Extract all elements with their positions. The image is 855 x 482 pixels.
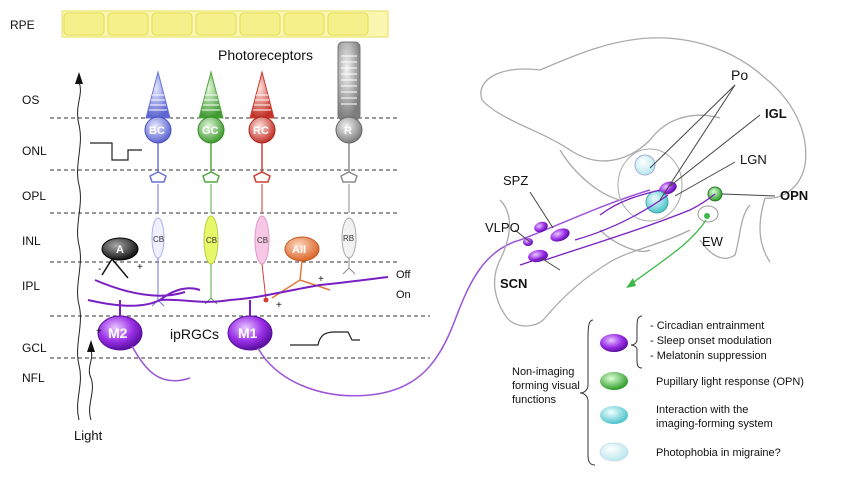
sign-plus-m2: + xyxy=(96,326,102,337)
hyperpolarization-trace xyxy=(90,142,142,161)
ew-projection xyxy=(629,219,707,286)
layer-boundaries xyxy=(50,117,430,359)
legend-brace xyxy=(579,319,596,466)
sign-plus-m1: + xyxy=(276,300,282,311)
blue-cone xyxy=(144,70,172,307)
ganglion-m2 xyxy=(97,300,191,382)
label-leaders xyxy=(514,84,776,271)
region-label-ew: EW xyxy=(702,234,724,249)
legend-swatch-cyan xyxy=(600,406,628,424)
region-label-opn: OPN xyxy=(780,188,808,203)
amacrine-label-a: A xyxy=(116,244,124,256)
region-label-lgn: LGN xyxy=(740,152,767,167)
light-arrowhead-icon xyxy=(75,72,83,84)
region-label-scn: SCN xyxy=(500,276,527,291)
legend-inner-brace xyxy=(630,315,643,369)
cone-label-rc: RC xyxy=(253,125,269,137)
iprgcs-label: ipRGCs xyxy=(170,326,219,342)
layer-label-rpe: RPE xyxy=(10,18,35,32)
amacrine-a xyxy=(101,237,139,279)
red-cone xyxy=(248,70,276,303)
cone-label-gc: GC xyxy=(202,125,219,137)
cone-label-bc: BC xyxy=(149,125,165,137)
photoreceptors-title: Photoreceptors xyxy=(218,47,313,63)
bipolar-label-1: CB xyxy=(153,235,164,244)
ipl-label-off: Off xyxy=(396,269,411,281)
layer-label-opl: OPL xyxy=(22,189,46,203)
ipl-label-on: On xyxy=(396,289,411,301)
layer-label-gcl: GCL xyxy=(22,341,47,355)
layer-label-onl: ONL xyxy=(22,144,47,158)
depolarization-trace xyxy=(290,331,360,346)
iprgc-dendrites xyxy=(87,276,389,307)
sign-minus-a: - xyxy=(98,264,101,275)
layer-label-os: OS xyxy=(22,93,39,107)
ganglion-m1 xyxy=(227,300,273,351)
region-label-po: Po xyxy=(731,67,748,83)
brain-projections xyxy=(519,189,716,266)
legend-item-1-line-1: - Circadian entrainment xyxy=(650,320,764,332)
legend-swatch-pale xyxy=(599,442,629,462)
sign-plus-a: + xyxy=(137,262,143,273)
layer-label-nfl: NFL xyxy=(22,371,45,385)
bipolar-label-4: RB xyxy=(343,234,354,243)
amacrine-aii xyxy=(271,236,331,299)
bipolar-label-3: CB xyxy=(257,236,268,245)
retinohypothalamic-tract xyxy=(257,189,651,397)
region-label-vlpo: VLPO xyxy=(485,220,520,235)
legend-item-3-line-2: imaging-forming system xyxy=(656,418,773,430)
amacrine-label-aii: AII xyxy=(292,244,306,256)
brain-outline xyxy=(480,37,807,327)
legend-item-1-line-3: - Melatonin suppression xyxy=(650,350,767,362)
light-label: Light xyxy=(74,428,103,443)
layer-label-ipl: IPL xyxy=(22,279,40,293)
layer-label-inl: INL xyxy=(22,234,41,248)
rpe-band xyxy=(61,10,389,38)
light-arrow xyxy=(77,81,93,421)
sign-plus-aii: + xyxy=(318,274,324,285)
legend-item-3-line-1: Interaction with the xyxy=(656,404,748,416)
ganglion-label-m2: M2 xyxy=(108,325,128,341)
bipolar-label-2: CB xyxy=(206,236,217,245)
legend-item-1-line-2: - Sleep onset modulation xyxy=(650,335,772,347)
rod xyxy=(335,41,363,275)
legend-swatch-green xyxy=(600,372,628,390)
legend-item-2-line-1: Pupillary light response (OPN) xyxy=(656,376,804,388)
legend-swatch-purple xyxy=(600,334,628,352)
ganglion-label-m1: M1 xyxy=(238,325,258,341)
rod-label: R xyxy=(344,125,352,137)
region-label-spz: SPZ xyxy=(503,173,528,188)
legend-item-4-line-1: Photophobia in migraine? xyxy=(656,447,781,459)
green-cone xyxy=(197,70,225,305)
legend-caption: Non-imaging forming visual functions xyxy=(512,366,583,406)
ew-arrowhead-icon xyxy=(626,278,636,288)
region-label-igl: IGL xyxy=(765,106,787,121)
light-arrowhead-small-icon xyxy=(87,340,95,352)
